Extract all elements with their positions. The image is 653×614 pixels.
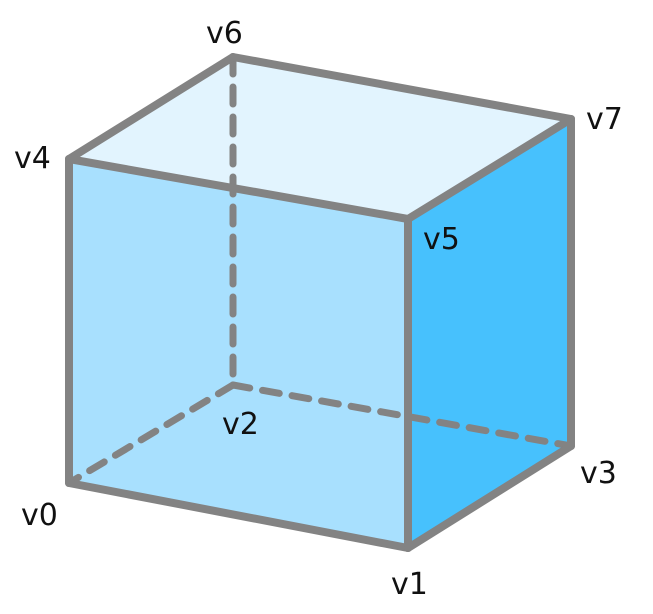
hidden-edges	[65, 53, 575, 487]
cube-front-face	[69, 159, 408, 548]
vertex-label-v0: v0	[21, 498, 58, 533]
edge-v0-v1	[65, 479, 412, 552]
vertex-label-v2: v2	[222, 407, 259, 442]
vertex-label-v4: v4	[14, 141, 51, 176]
edge-v2-v0	[65, 381, 237, 487]
visible-edges	[65, 53, 575, 552]
edge-v4-v5	[65, 155, 412, 223]
edge-v4-v6	[65, 53, 237, 163]
vertex-label-v5: v5	[423, 222, 460, 257]
vertex-label-v1: v1	[391, 567, 428, 602]
edge-v2-v3	[229, 381, 575, 450]
vertex-label-v7: v7	[586, 102, 623, 137]
edge-v7-v5	[404, 115, 575, 223]
vertex-label-v6: v6	[206, 16, 243, 51]
edge-v1-v3	[404, 442, 575, 552]
edge-v6-v7	[229, 53, 575, 123]
vertex-label-v3: v3	[580, 456, 617, 491]
